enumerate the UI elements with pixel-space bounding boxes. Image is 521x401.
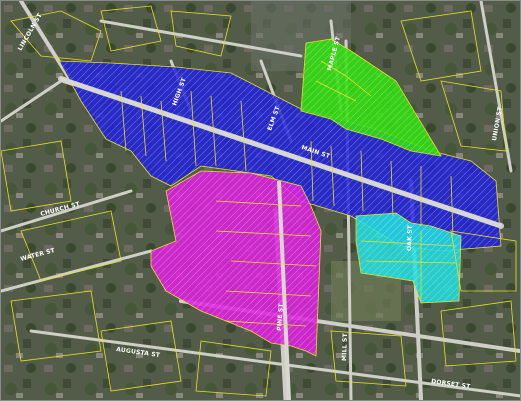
cyan-zone-hatch xyxy=(356,213,461,303)
blue-zone-hatch xyxy=(59,61,501,251)
street-label: MILL ST xyxy=(341,332,349,361)
street-label: PINE ST xyxy=(276,302,285,331)
street-label: OAK ST xyxy=(406,224,414,251)
parcel-lines xyxy=(1,5,517,397)
cross-street xyxy=(277,180,291,400)
main-street xyxy=(60,76,502,229)
magenta-zone-hatch xyxy=(151,171,321,356)
green-zone-hatch xyxy=(301,39,441,156)
